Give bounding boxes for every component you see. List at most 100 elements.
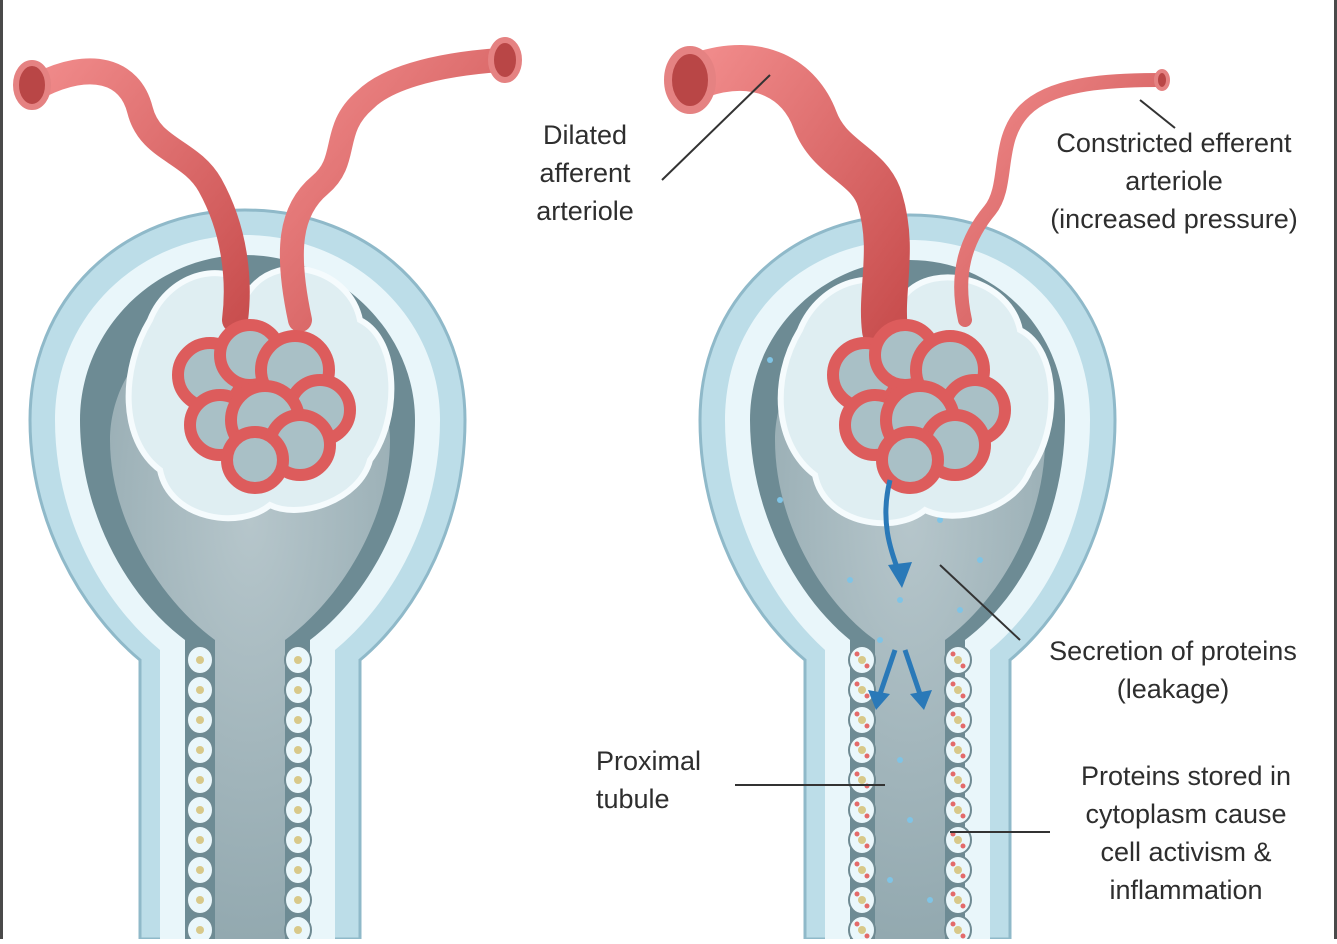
cell-nucleus bbox=[294, 656, 302, 664]
leaked-protein-dot bbox=[977, 557, 983, 563]
stored-protein-dot bbox=[961, 694, 966, 699]
stored-protein-dot bbox=[855, 922, 860, 927]
label-tubule-line-2: tubule bbox=[596, 780, 736, 818]
stored-protein-dot bbox=[961, 724, 966, 729]
cell-nucleus bbox=[954, 686, 962, 694]
label-stored-line-2: cytoplasm cause bbox=[1040, 795, 1332, 833]
cell-nucleus bbox=[196, 716, 204, 724]
leaked-protein-dot bbox=[887, 877, 893, 883]
stored-protein-dot bbox=[865, 694, 870, 699]
stored-protein-dot bbox=[865, 754, 870, 759]
label-constricted-efferent: Constricted efferent arteriole (increase… bbox=[1016, 124, 1332, 238]
stored-protein-dot bbox=[855, 652, 860, 657]
label-secretion-line-1: Secretion of proteins bbox=[1014, 632, 1332, 670]
stored-protein-dot bbox=[951, 652, 956, 657]
stored-protein-dot bbox=[961, 784, 966, 789]
cell-nucleus bbox=[294, 776, 302, 784]
stored-protein-dot bbox=[865, 814, 870, 819]
cell-nucleus bbox=[294, 866, 302, 874]
leaked-protein-dot bbox=[927, 897, 933, 903]
capillary-loop bbox=[227, 432, 283, 488]
cell-nucleus bbox=[294, 686, 302, 694]
label-proximal-tubule: Proximal tubule bbox=[596, 742, 736, 818]
stored-protein-dot bbox=[951, 922, 956, 927]
stored-protein-dot bbox=[951, 742, 956, 747]
cell-nucleus bbox=[954, 836, 962, 844]
stored-protein-dot bbox=[961, 664, 966, 669]
cell-nucleus bbox=[858, 686, 866, 694]
label-stored-line-4: inflammation bbox=[1040, 871, 1332, 909]
cell-nucleus bbox=[294, 806, 302, 814]
cell-nucleus bbox=[954, 896, 962, 904]
label-efferent-line-2: arteriole bbox=[1016, 162, 1332, 200]
leaked-protein-dot bbox=[847, 577, 853, 583]
stored-protein-dot bbox=[961, 754, 966, 759]
cell-nucleus bbox=[294, 836, 302, 844]
label-afferent-line-2: afferent bbox=[515, 154, 655, 192]
stored-protein-dot bbox=[951, 682, 956, 687]
stored-protein-dot bbox=[865, 664, 870, 669]
label-stored-line-1: Proteins stored in bbox=[1040, 757, 1332, 795]
cell-nucleus bbox=[858, 746, 866, 754]
normal-glomerulus bbox=[16, 40, 519, 939]
leaked-protein-dot bbox=[897, 757, 903, 763]
stored-protein-dot bbox=[961, 844, 966, 849]
capillary-loop bbox=[882, 432, 938, 488]
label-efferent-line-3: (increased pressure) bbox=[1016, 200, 1332, 238]
stored-protein-dot bbox=[855, 832, 860, 837]
stored-protein-dot bbox=[855, 682, 860, 687]
cell-nucleus bbox=[196, 836, 204, 844]
label-afferent-line-1: Dilated bbox=[515, 116, 655, 154]
cell-nucleus bbox=[294, 896, 302, 904]
stored-protein-dot bbox=[855, 802, 860, 807]
cell-nucleus bbox=[858, 656, 866, 664]
stored-protein-dot bbox=[951, 712, 956, 717]
cell-nucleus bbox=[954, 926, 962, 934]
right-efferent-opening bbox=[1156, 71, 1168, 89]
leaked-protein-dot bbox=[777, 497, 783, 503]
stored-protein-dot bbox=[855, 772, 860, 777]
leaked-protein-dot bbox=[767, 357, 773, 363]
cell-nucleus bbox=[954, 656, 962, 664]
cell-nucleus bbox=[858, 836, 866, 844]
cell-nucleus bbox=[294, 926, 302, 934]
stored-protein-dot bbox=[961, 904, 966, 909]
cell-nucleus bbox=[954, 776, 962, 784]
label-proteins-stored: Proteins stored in cytoplasm cause cell … bbox=[1040, 757, 1332, 909]
cell-nucleus bbox=[196, 896, 204, 904]
stored-protein-dot bbox=[961, 814, 966, 819]
left-afferent-opening bbox=[16, 63, 48, 107]
right-afferent-opening bbox=[668, 50, 712, 110]
label-stored-line-3: cell activism & bbox=[1040, 833, 1332, 871]
cell-nucleus bbox=[954, 746, 962, 754]
frame-left-edge bbox=[0, 0, 3, 939]
leaked-protein-dot bbox=[957, 607, 963, 613]
stored-protein-dot bbox=[865, 844, 870, 849]
cell-nucleus bbox=[294, 746, 302, 754]
leaked-protein-dot bbox=[877, 637, 883, 643]
cell-nucleus bbox=[196, 776, 204, 784]
stored-protein-dot bbox=[951, 862, 956, 867]
stored-protein-dot bbox=[865, 724, 870, 729]
cell-nucleus bbox=[954, 806, 962, 814]
stored-protein-dot bbox=[951, 802, 956, 807]
stored-protein-dot bbox=[865, 904, 870, 909]
leaked-protein-dot bbox=[897, 597, 903, 603]
label-secretion-of-proteins: Secretion of proteins (leakage) bbox=[1014, 632, 1332, 708]
stored-protein-dot bbox=[961, 934, 966, 939]
cell-nucleus bbox=[196, 806, 204, 814]
stored-protein-dot bbox=[951, 772, 956, 777]
cell-nucleus bbox=[858, 716, 866, 724]
cell-nucleus bbox=[196, 686, 204, 694]
cell-nucleus bbox=[858, 806, 866, 814]
cell-nucleus bbox=[196, 656, 204, 664]
stored-protein-dot bbox=[855, 742, 860, 747]
stored-protein-dot bbox=[865, 874, 870, 879]
stored-protein-dot bbox=[855, 892, 860, 897]
cell-nucleus bbox=[196, 866, 204, 874]
cell-nucleus bbox=[858, 866, 866, 874]
leaked-protein-dot bbox=[907, 817, 913, 823]
label-efferent-line-1: Constricted efferent bbox=[1016, 124, 1332, 162]
stored-protein-dot bbox=[855, 862, 860, 867]
